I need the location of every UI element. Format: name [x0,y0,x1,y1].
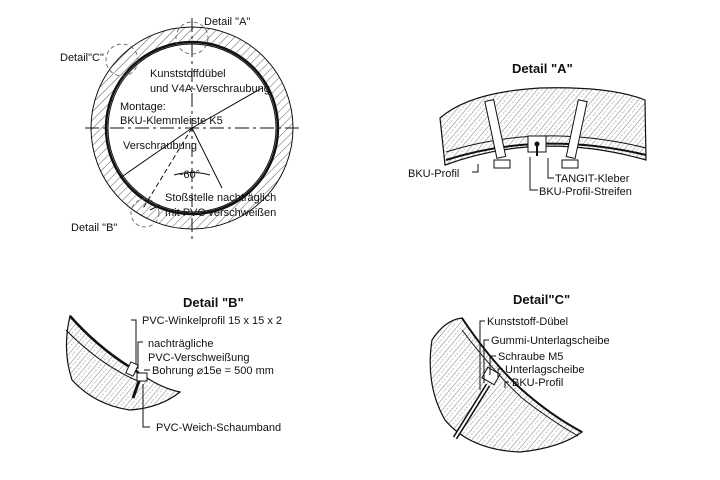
angle-label: ~60° [177,169,200,181]
detail-c-unterlag: Unterlagscheibe [505,364,585,376]
detail-a-marker [175,21,209,55]
screw-label: Verschraubung [123,140,197,152]
dowel-left [484,99,507,159]
detail-a: Detail "A" BKU-Profil TANGIT-Kleber BKU-… [408,61,647,198]
joint-label-1: Stoßstelle nachträglich [165,192,276,204]
detail-c: Detail"C" Kunststoff-Dübel Gummi-Unterla… [429,292,610,453]
detail-b-schaum: PVC-Weich-Schaumband [156,422,281,434]
detail-b-winkel: PVC-Winkelprofil 15 x 15 x 2 [142,315,282,327]
detail-c-duebel: Kunststoff-Dübel [487,316,568,328]
detail-b-weld-2: PVC-Verschweißung [148,352,250,364]
detail-b-marker [130,198,160,228]
detail-a-bku-profil: BKU-Profil [408,168,459,180]
mount-label-2: BKU-Klemmleiste K5 [120,115,223,127]
main-section-view: Detail "A" Detail"C" Detail "B" Kunststo… [60,16,300,240]
dowel-label-1: Kunststoffdübel [150,68,226,80]
detail-b: Detail "B" PVC-Winkelprofil 15 x 15 x 2 … [65,295,282,434]
detail-b-bohrung: Bohrung ⌀15e = 500 mm [152,365,274,377]
detail-a-callout: Detail "A" [204,16,250,28]
detail-c-callout: Detail"C" [60,52,104,64]
detail-c-schraube: Schraube M5 [498,351,563,363]
nut-left [493,159,511,169]
nut-right [561,159,579,169]
detail-c-bku: BKU-Profil [512,377,563,389]
detail-b-callout: Detail "B" [71,222,117,234]
dowel-label-2: und V4A-Verschraubung [150,83,270,95]
mount-label-1: Montage: [120,101,166,113]
detail-a-title: Detail "A" [512,61,573,76]
detail-b-title: Detail "B" [183,295,244,310]
detail-a-tangit: TANGIT-Kleber [555,173,630,185]
detail-c-gummi: Gummi-Unterlagscheibe [491,335,610,347]
detail-a-streifen: BKU-Profil-Streifen [539,186,632,198]
dowel-right [565,99,588,160]
detail-c-marker [105,43,139,77]
joint-label-2: mit PVC verschweißen [165,207,276,219]
detail-b-weld-1: nachträgliche [148,338,213,350]
detail-c-title: Detail"C" [513,292,570,307]
